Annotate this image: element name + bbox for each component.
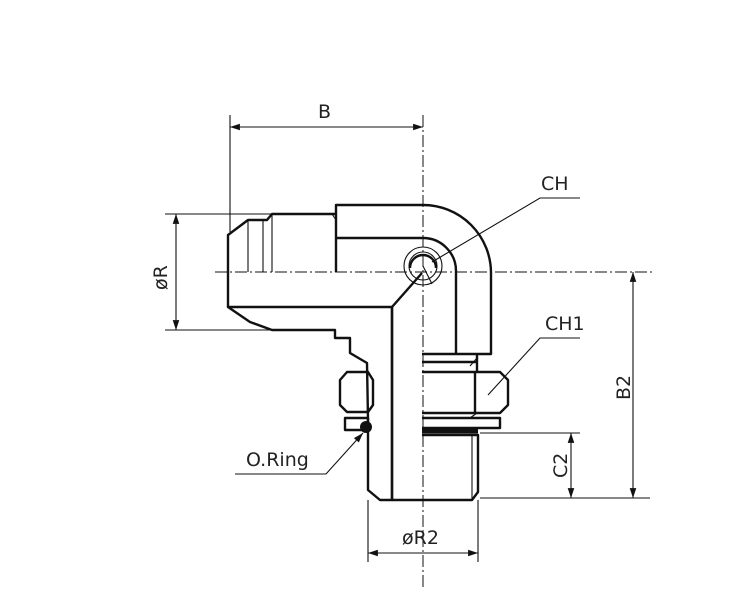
hatched-section <box>226 305 394 502</box>
label-oring: O.Ring <box>246 449 309 471</box>
dimension-b: B <box>229 101 423 232</box>
label-ch1: CH1 <box>545 313 585 335</box>
elbow-body <box>334 203 493 356</box>
hex-ch1 <box>392 354 510 502</box>
label-b: B <box>318 101 331 123</box>
dimension-r2: øR2 <box>367 500 479 562</box>
callout-oring: O.Ring <box>235 432 364 475</box>
label-c2: C2 <box>550 453 572 478</box>
dimension-b2: B2 <box>480 272 650 499</box>
label-r: øR <box>150 265 172 290</box>
callout-ch1: CH1 <box>487 313 585 396</box>
dimension-r: øR <box>150 213 272 331</box>
dimension-c2: C2 <box>480 432 580 498</box>
callout-ch: CH <box>431 173 580 263</box>
label-ch: CH <box>541 173 569 195</box>
lock-nut <box>338 370 375 433</box>
label-r2: øR2 <box>402 527 439 549</box>
o-ring <box>360 421 372 433</box>
left-tube-outline <box>226 212 336 307</box>
ch-hole-symbol <box>403 246 443 286</box>
label-b2: B2 <box>613 375 635 400</box>
